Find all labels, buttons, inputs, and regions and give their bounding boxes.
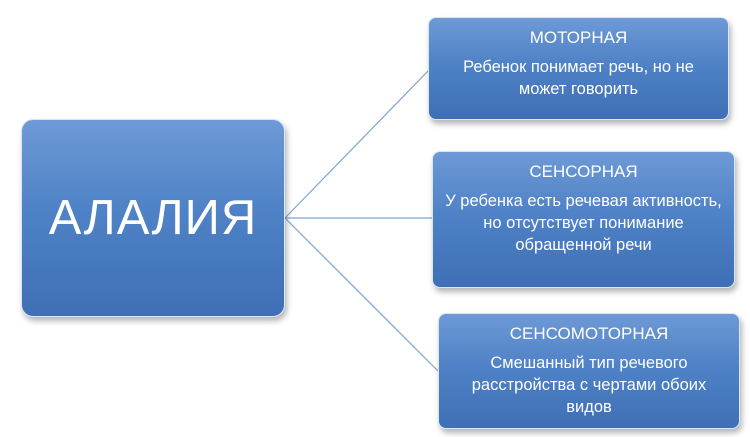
connector-to-sensorimotor [284, 217, 439, 372]
branch-sensory: СЕНСОРНАЯ У ребенка есть речевая активно… [432, 151, 735, 288]
branch-motor-title: МОТОРНАЯ [529, 28, 628, 47]
branch-sensorimotor-title: СЕНСОМОТОРНАЯ [509, 324, 669, 343]
connector-to-motor [284, 69, 430, 219]
branch-sensory-description: У ребенка есть речевая активность, но от… [445, 192, 722, 254]
root-node: АЛАЛИЯ [21, 119, 285, 317]
branch-sensorimotor: СЕНСОМОТОРНАЯ Смешанный тип речевого рас… [438, 313, 740, 429]
branch-sensorimotor-description: Смешанный тип речевого расстройства с че… [471, 354, 707, 416]
branch-motor-description: Ребенок понимает речь, но не может говор… [463, 58, 694, 98]
branch-motor: МОТОРНАЯ Ребенок понимает речь, но не мо… [428, 17, 729, 120]
root-title: АЛАЛИЯ [48, 190, 258, 245]
branch-sensory-title: СЕНСОРНАЯ [529, 162, 638, 181]
